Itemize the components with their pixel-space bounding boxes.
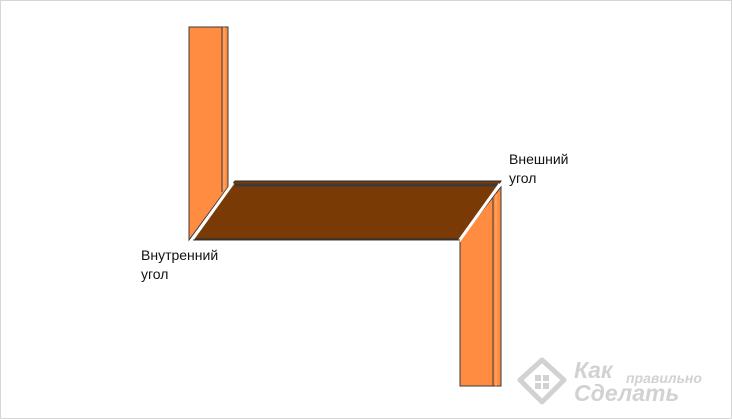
floor-strip: [192, 180, 502, 240]
watermark-line3: Сделать: [574, 380, 680, 406]
inner-corner-label: Внутренний угол: [141, 246, 261, 284]
outer-corner-label: Внешний угол: [509, 150, 629, 188]
lower-wall-strip: [459, 185, 502, 387]
upper-wall-strip: [188, 26, 229, 242]
watermark-line1: Как: [574, 357, 613, 383]
inner-corner-label-line2: угол: [141, 266, 169, 282]
house-logo-icon: [517, 357, 567, 405]
outer-corner-label-line2: угол: [509, 170, 537, 186]
watermark-line2: правильно: [626, 370, 702, 386]
inner-corner-label-line1: Внутренний: [141, 247, 219, 263]
watermark: Как правильно Сделать: [516, 356, 726, 408]
outer-corner-label-line1: Внешний: [509, 151, 569, 167]
outer-corner-seam: [457, 183, 502, 242]
inner-corner-seam: [190, 182, 235, 241]
